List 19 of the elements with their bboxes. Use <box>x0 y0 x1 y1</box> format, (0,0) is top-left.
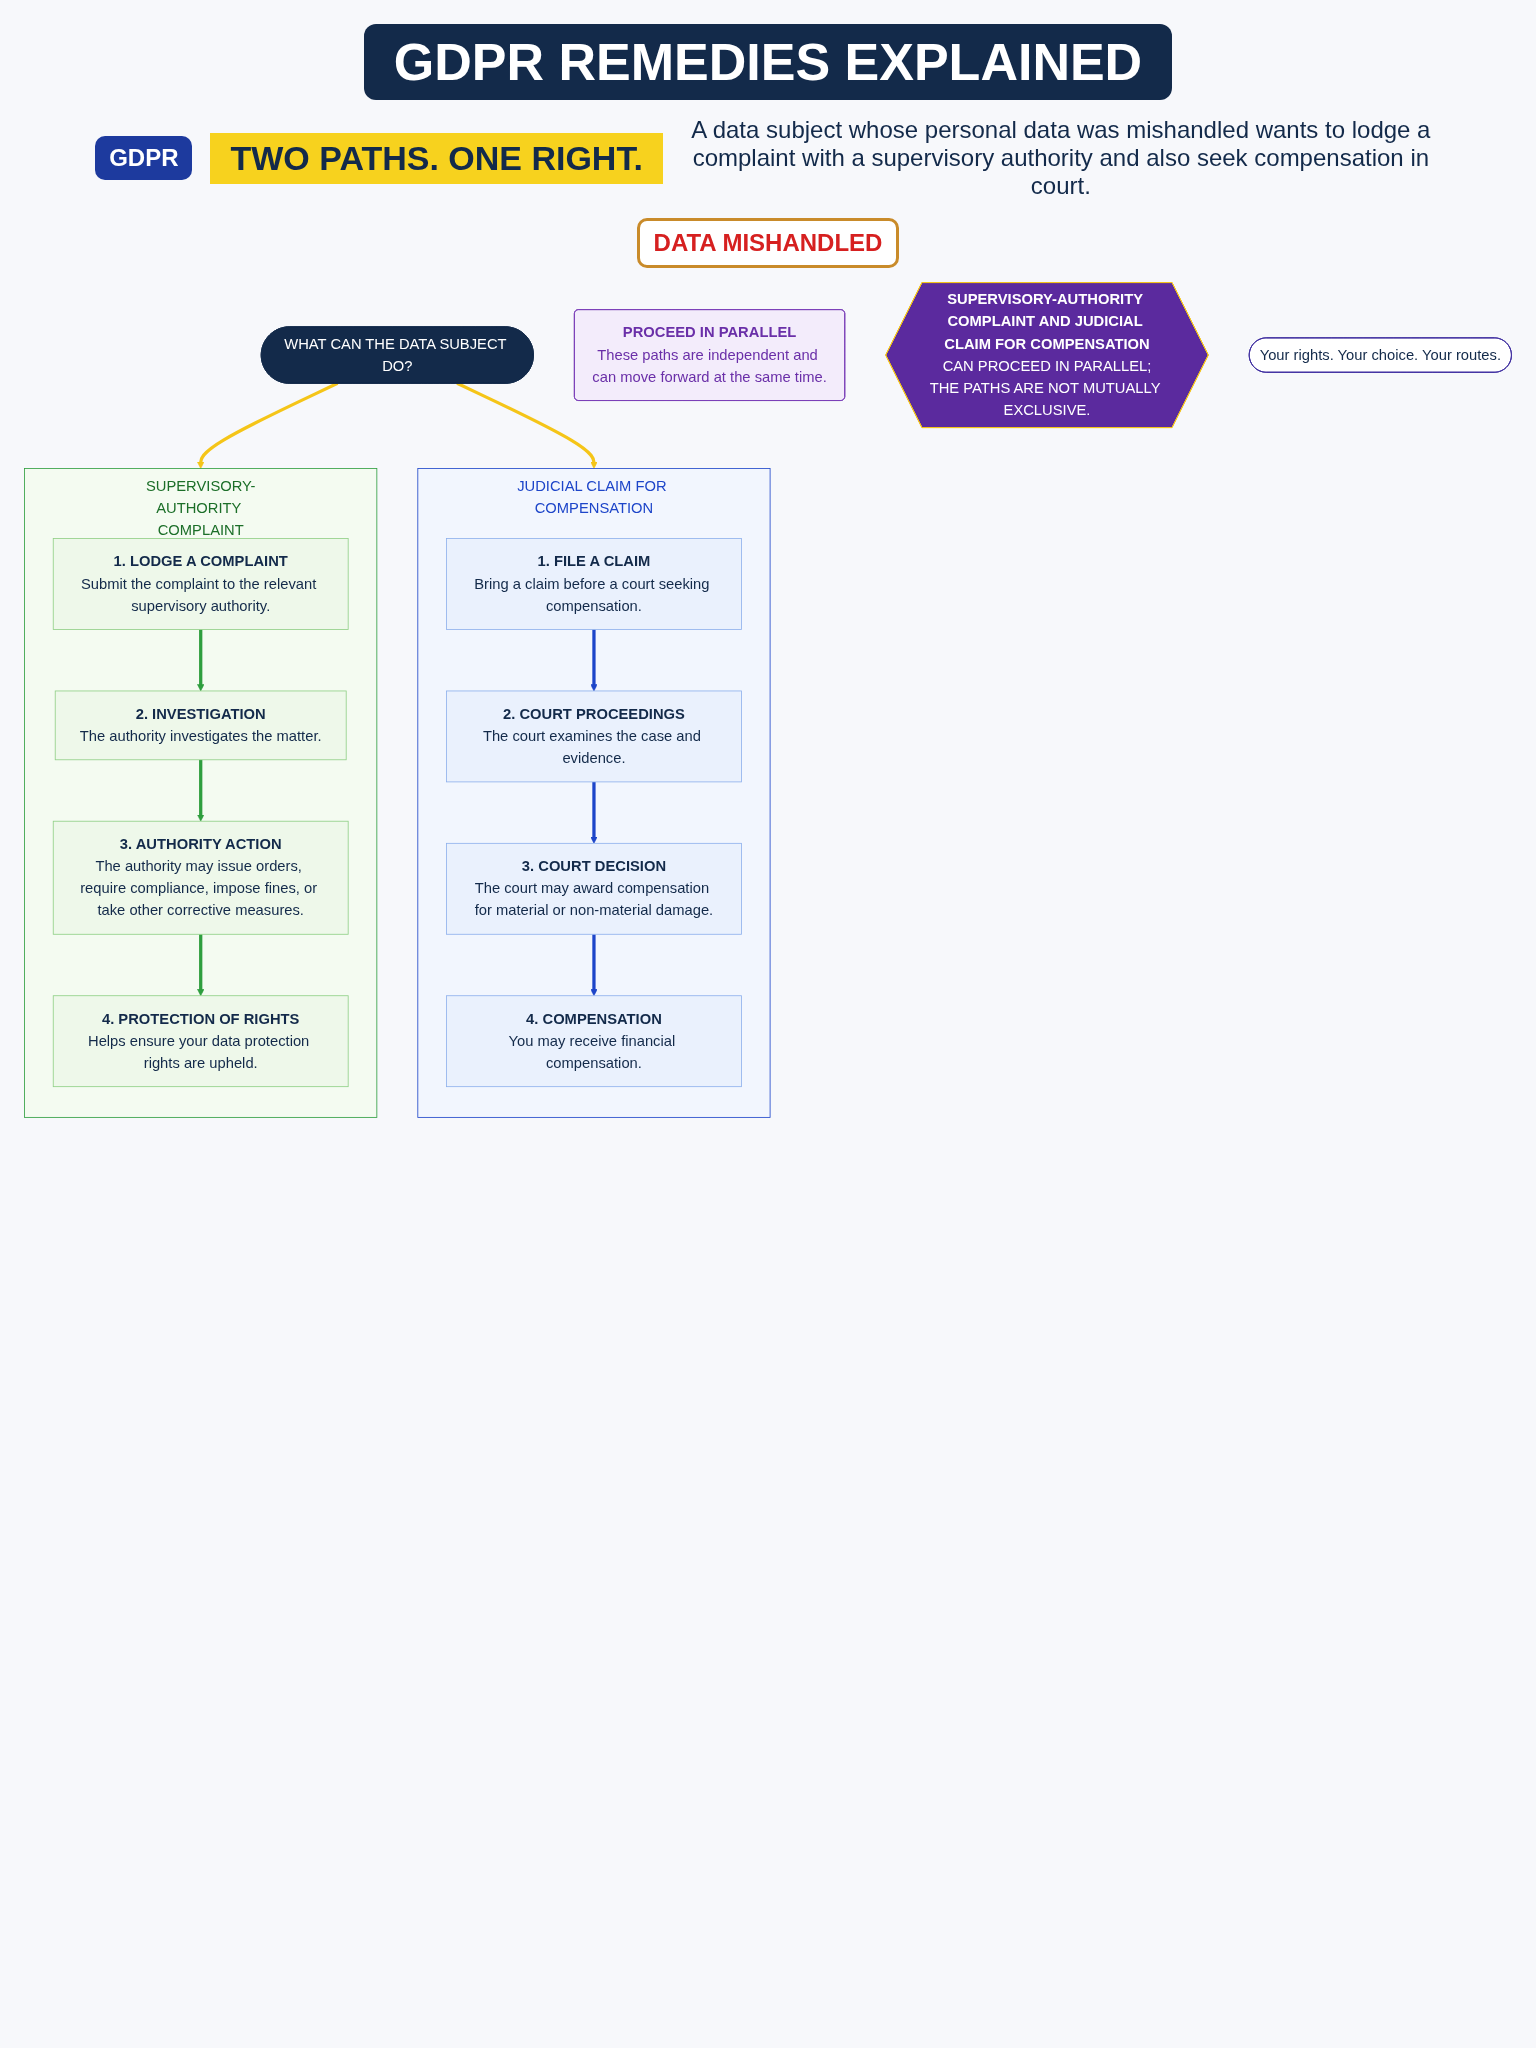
title-banner: GDPR REMEDIES EXPLAINED <box>363 24 1173 100</box>
node-box: 2. COURT PROCEEDINGS The court examines the case and evidence. <box>446 690 742 783</box>
arrow <box>590 629 598 692</box>
node-box: 3. AUTHORITY ACTION The authority may issue orders, require compliance, impose fines, or take other corrective measures. <box>52 820 349 935</box>
node-box: 2. INVESTIGATION The authority investigates the matter. <box>54 690 347 761</box>
label-text: GDPR <box>95 136 193 180</box>
label-text: DATA MISHANDLED <box>636 218 900 268</box>
node-box: 3. COURT DECISION The court may award compensation for material or non-material damage. <box>446 842 742 935</box>
arrow <box>590 781 598 844</box>
arrow <box>590 934 598 997</box>
node-box: 1. FILE A CLAIM Bring a claim before a court seeking compensation. <box>446 538 742 630</box>
node-box: 4. COMPENSATION You may receive financial compensation. <box>446 995 742 1088</box>
node-box: 4. PROTECTION OF RIGHTS Helps ensure your data protection rights are upheld. <box>52 995 349 1088</box>
arrow <box>197 759 205 822</box>
node-box: 1. LODGE A COMPLAINT Submit the complaint to the relevant supervisory authority. <box>52 538 349 630</box>
label-text: TWO PATHS. ONE RIGHT. <box>210 132 663 184</box>
arrow <box>197 629 205 692</box>
arrow <box>197 934 205 997</box>
label-text: A data subject whose personal data was mishandled wants to lodge a complaint with a supervisory authority and also seek compensation in court. <box>690 116 1432 200</box>
